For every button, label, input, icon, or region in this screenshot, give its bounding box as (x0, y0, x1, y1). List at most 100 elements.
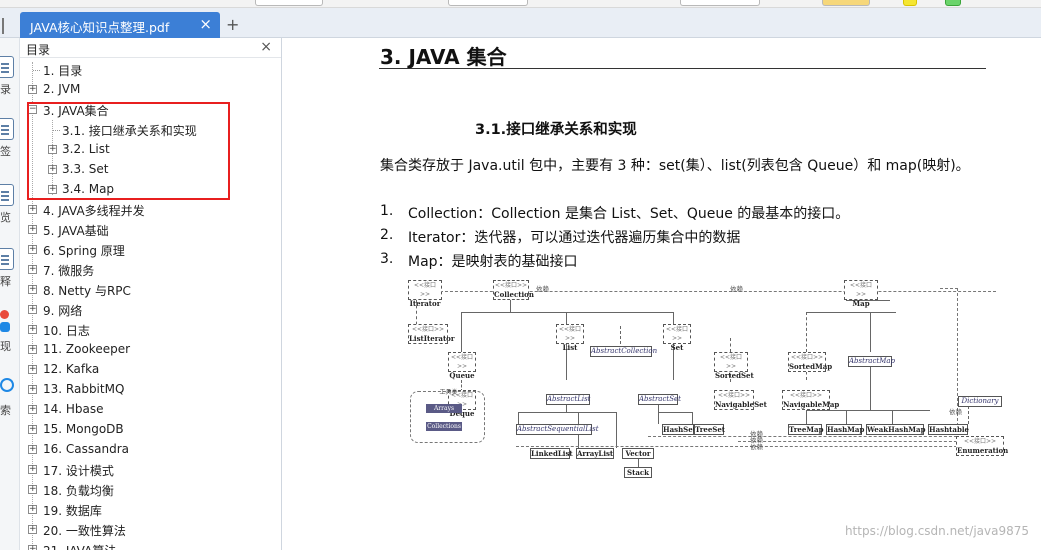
outline-item-label: 2. JVM (43, 82, 81, 96)
tab-bar: JAVA核心知识点整理.pdf × + (0, 8, 1041, 38)
outline-item[interactable]: +11. Zookeeper (20, 340, 281, 360)
outline-item[interactable]: +18. 负载均衡 (20, 480, 281, 500)
outline-close-icon[interactable]: × (260, 39, 272, 55)
tab-close-icon[interactable]: × (199, 15, 212, 33)
expand-icon[interactable]: + (28, 404, 37, 414)
subsection-heading: 3.1.接口继承关系和实现 (475, 122, 637, 138)
expand-icon[interactable]: + (28, 444, 37, 454)
expand-icon[interactable]: + (28, 84, 37, 94)
outline-item[interactable]: +8. Netty 与RPC (20, 280, 281, 300)
list-number: 3. (380, 251, 394, 267)
expand-icon[interactable]: + (28, 464, 37, 474)
uml-name: NavigableSet (715, 400, 767, 409)
list-text: Iterator：迭代器，可以通过迭代器遍历集合中的数据 (408, 230, 741, 246)
outline-item[interactable]: +14. Hbase (20, 400, 281, 420)
inheritance-line (518, 412, 519, 424)
dependency-line (516, 446, 972, 447)
outline-item[interactable]: +4. JAVA多线程并发 (20, 200, 281, 220)
discover-blue-square-icon (0, 322, 10, 332)
toolbar-control[interactable] (448, 0, 528, 6)
rail-outline-button[interactable]: 录 (0, 56, 20, 104)
inheritance-line (620, 326, 621, 344)
uml-stereotype: <<接口>> (413, 282, 437, 298)
uml-abstractlist: AbstractList (546, 394, 591, 405)
uml-name: AbstractList (547, 395, 591, 403)
outline-item-label: 14. Hbase (43, 402, 104, 416)
uml-enumeration: <<接口>>Enumeration (956, 436, 1008, 456)
outline-item[interactable]: 1. 目录 (20, 60, 281, 80)
uml-navigableset: <<接口>>NavigableSet (714, 390, 767, 410)
inheritance-line (846, 300, 890, 301)
uml-treeset: TreeSet (694, 424, 725, 435)
expand-icon[interactable]: + (48, 184, 57, 194)
outline-item[interactable]: +15. MongoDB (20, 420, 281, 440)
toolbar-color-swatch[interactable] (945, 0, 961, 6)
tab-pdf-document[interactable]: JAVA核心知识点整理.pdf × (20, 12, 220, 38)
toolbar-color-swatch[interactable] (903, 0, 917, 6)
outline-item[interactable]: +21. JAVA算法 (20, 540, 281, 550)
outline-item[interactable]: +5. JAVA基础 (20, 220, 281, 240)
uml-stereotype: <<接口>> (558, 326, 582, 342)
search-icon[interactable] (0, 378, 14, 392)
expand-icon[interactable]: + (28, 504, 37, 514)
expand-icon[interactable]: + (28, 244, 37, 254)
toolbar-control[interactable] (255, 0, 323, 6)
expand-icon[interactable]: + (28, 284, 37, 294)
outline-item[interactable]: +20. 一致性算法 (20, 520, 281, 540)
outline-item-label: 15. MongoDB (43, 422, 124, 436)
uml-stereotype: <<接口>> (963, 438, 997, 445)
outline-item[interactable]: +19. 数据库 (20, 500, 281, 520)
inheritance-line (416, 300, 417, 330)
expand-icon[interactable]: + (28, 324, 37, 334)
uml-name: Deque (449, 409, 475, 418)
rail-label: 现 (0, 340, 11, 353)
expand-icon[interactable]: + (28, 545, 37, 550)
outline-item[interactable]: + 3.3. Set (20, 160, 281, 180)
outline-item-label: 16. Cassandra (43, 442, 129, 456)
toolbar-control[interactable] (680, 0, 760, 6)
toolbar-highlight-button[interactable] (822, 0, 870, 6)
expand-icon[interactable]: + (28, 524, 37, 534)
new-tab-button[interactable]: + (226, 15, 240, 34)
outline-item[interactable]: +9. 网络 (20, 300, 281, 320)
expand-icon[interactable]: + (28, 224, 37, 234)
inheritance-line (730, 338, 731, 352)
outline-item[interactable]: +17. 设计模式 (20, 460, 281, 480)
inheritance-line (806, 366, 807, 380)
tab-scroll-handle[interactable] (2, 18, 4, 34)
outline-item[interactable]: +13. RabbitMQ (20, 380, 281, 400)
outline-item[interactable]: + 2. JVM (20, 80, 281, 100)
rail-bookmark-button[interactable]: 签 (0, 118, 20, 166)
expand-icon[interactable]: + (48, 144, 57, 154)
expand-icon[interactable]: + (28, 364, 37, 374)
uml-name: ArrayList (577, 449, 614, 458)
expand-icon[interactable]: + (48, 164, 57, 174)
outline-item[interactable]: +6. Spring 原理 (20, 240, 281, 260)
outline-item[interactable]: +16. Cassandra (20, 440, 281, 460)
outline-item[interactable]: 3.1. 接口继承关系和实现 (20, 120, 281, 140)
document-page: 3. JAVA 集合 3.1.接口继承关系和实现 集合类存放于 Java.uti… (283, 38, 1041, 550)
outline-item[interactable]: +7. 微服务 (20, 260, 281, 280)
dependency-label: 依赖 (750, 436, 763, 444)
outline-item[interactable]: + 3.2. List (20, 140, 281, 160)
body-paragraph: 集合类存放于 Java.util 包中，主要有 3 种：set(集）、list(… (380, 158, 970, 174)
uml-name: SortedMap (789, 362, 833, 371)
expand-icon[interactable]: + (28, 304, 37, 314)
outline-item[interactable]: +12. Kafka (20, 360, 281, 380)
outline-item-label: 1. 目录 (43, 64, 83, 78)
expand-icon[interactable]: + (28, 484, 37, 494)
expand-icon[interactable]: + (28, 384, 37, 394)
outline-item[interactable]: +10. 日志 (20, 320, 281, 340)
outline-item[interactable]: + 3.4. Map (20, 180, 281, 200)
rail-thumbnail-button[interactable]: 览 (0, 184, 20, 232)
rail-annotation-button[interactable]: 释 (0, 248, 20, 296)
outline-item-label: 13. RabbitMQ (43, 382, 125, 396)
inheritance-line (510, 300, 511, 312)
expand-icon[interactable]: + (28, 204, 37, 214)
expand-icon[interactable]: + (28, 264, 37, 274)
uml-name: Set (670, 343, 684, 352)
section-heading: 3. JAVA 集合 (380, 45, 507, 69)
inheritance-line (846, 410, 847, 424)
expand-icon[interactable]: + (28, 424, 37, 434)
expand-icon[interactable]: + (28, 344, 37, 354)
